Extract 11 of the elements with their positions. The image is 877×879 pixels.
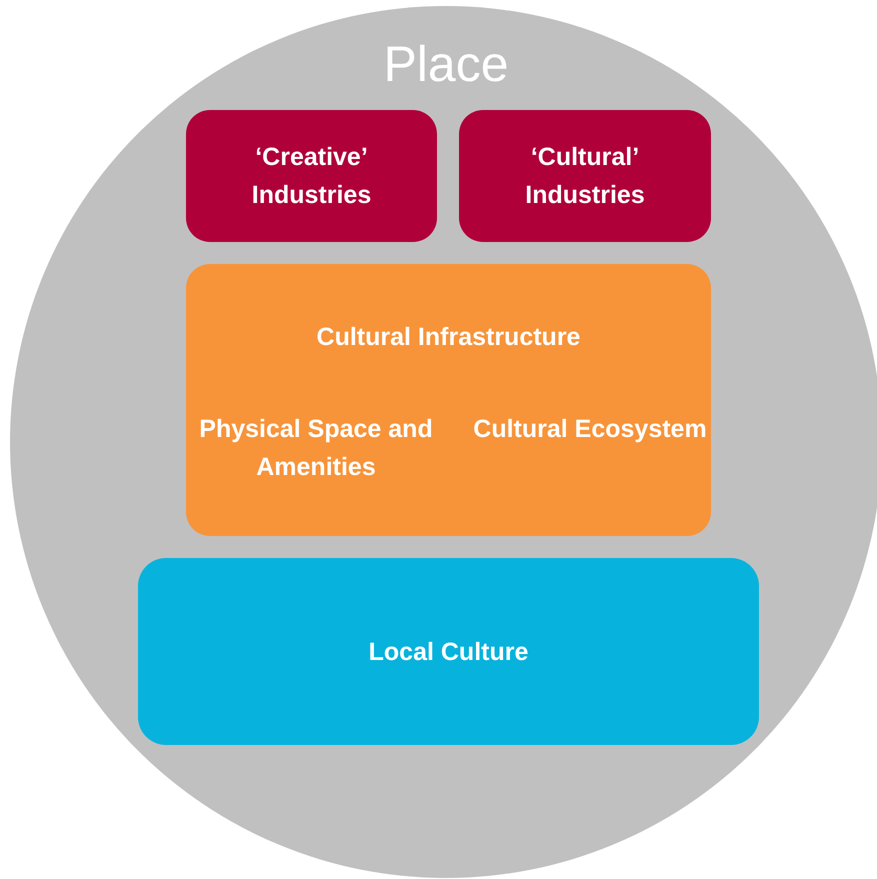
culture-box	[138, 558, 759, 745]
circle-title: Place	[382, 35, 510, 94]
box-label: ‘Creative’ Industries	[250, 142, 372, 211]
box-heading: Cultural Infrastructure	[316, 322, 582, 353]
industry-box	[186, 110, 437, 242]
infrastructure-box	[186, 264, 711, 536]
box-label: Physical Space and Amenities	[198, 414, 434, 483]
box-label: Local Culture	[368, 637, 530, 668]
box-label: Cultural Ecosystem	[472, 414, 708, 445]
industry-box	[459, 110, 711, 242]
box-label: ‘Cultural’ Industries	[524, 142, 646, 211]
